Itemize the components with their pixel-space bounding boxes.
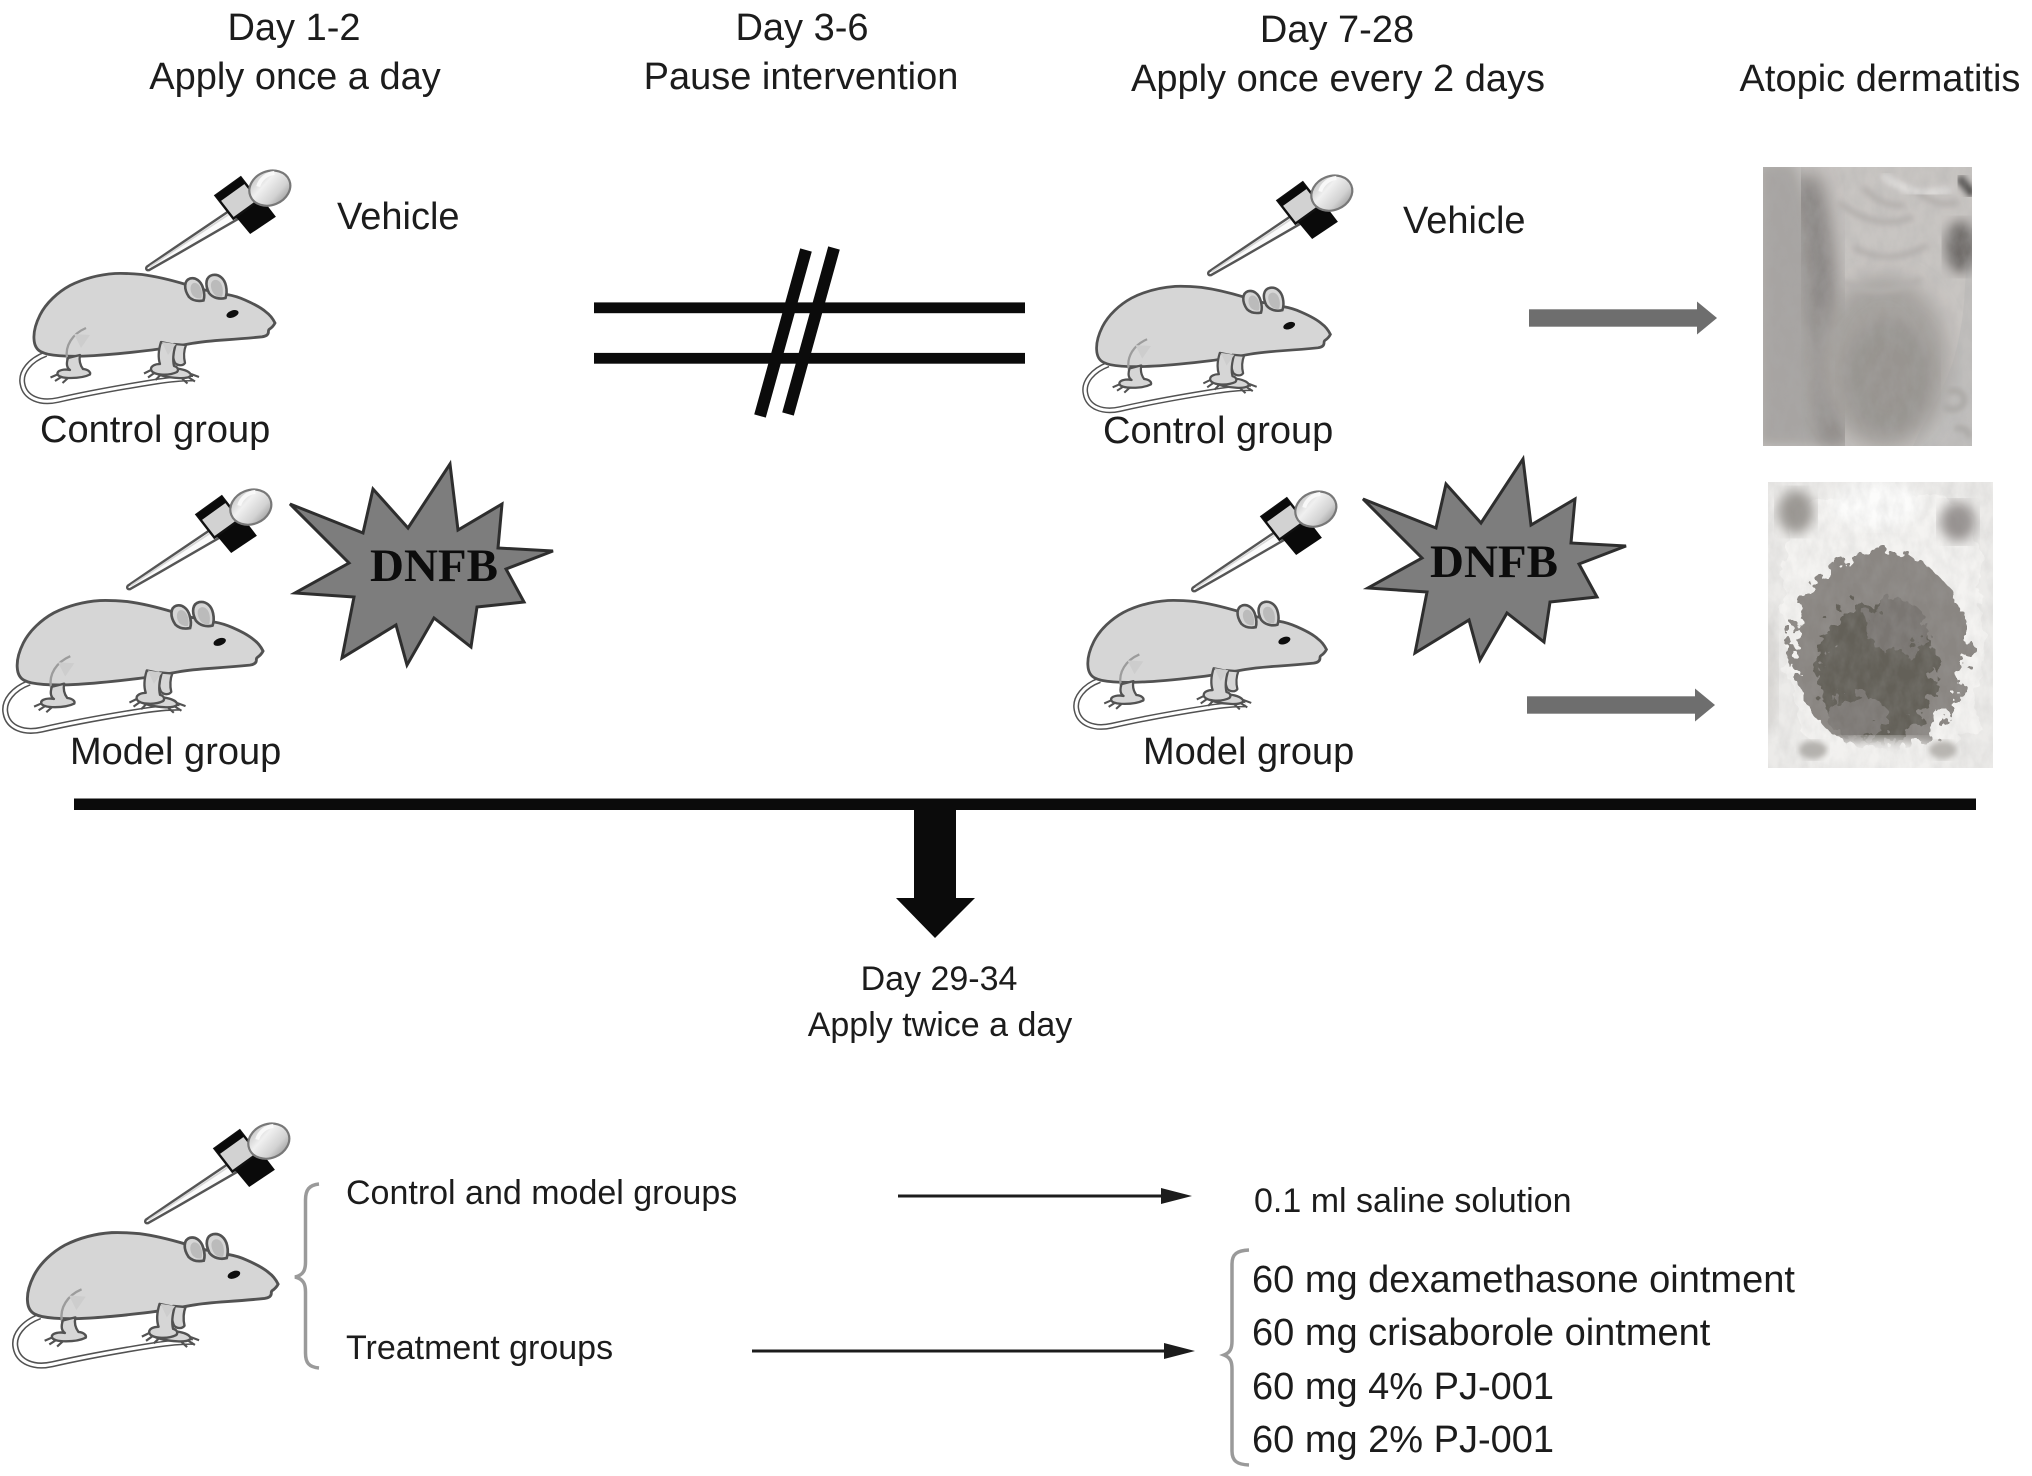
svg-text:Apply once every 2 days: Apply once every 2 days [1131,58,1545,100]
svg-text:60 mg 4% PJ-001: 60 mg 4% PJ-001 [1252,1366,1554,1408]
svg-text:Control and model groups: Control and model groups [346,1174,737,1212]
svg-text:Control group: Control group [1103,410,1333,452]
svg-text:Pause intervention: Pause intervention [644,56,959,98]
svg-text:Vehicle: Vehicle [1403,200,1526,242]
svg-text:Model group: Model group [1143,731,1354,773]
svg-text:Apply twice a day: Apply twice a day [808,1006,1073,1044]
svg-text:Atopic dermatitis: Atopic dermatitis [1740,58,2021,100]
svg-text:DNFB: DNFB [370,540,498,592]
svg-text:Model group: Model group [70,731,281,773]
svg-text:0.1 ml saline solution: 0.1 ml saline solution [1254,1182,1572,1220]
svg-text:Vehicle: Vehicle [337,196,460,238]
svg-text:Day 3-6: Day 3-6 [735,7,868,49]
svg-text:Day 29-34: Day 29-34 [861,960,1018,998]
svg-text:60 mg dexamethasone ointment: 60 mg dexamethasone ointment [1252,1259,1795,1301]
svg-text:Day 1-2: Day 1-2 [227,7,360,49]
svg-text:Apply once a day: Apply once a day [149,56,441,98]
svg-text:Treatment groups: Treatment groups [346,1329,613,1367]
svg-text:60 mg 2% PJ-001: 60 mg 2% PJ-001 [1252,1419,1554,1461]
svg-text:Control group: Control group [40,409,270,451]
svg-text:Day 7-28: Day 7-28 [1260,9,1414,51]
svg-text:DNFB: DNFB [1430,536,1558,588]
svg-text:60 mg crisaborole ointment: 60 mg crisaborole ointment [1252,1312,1711,1354]
